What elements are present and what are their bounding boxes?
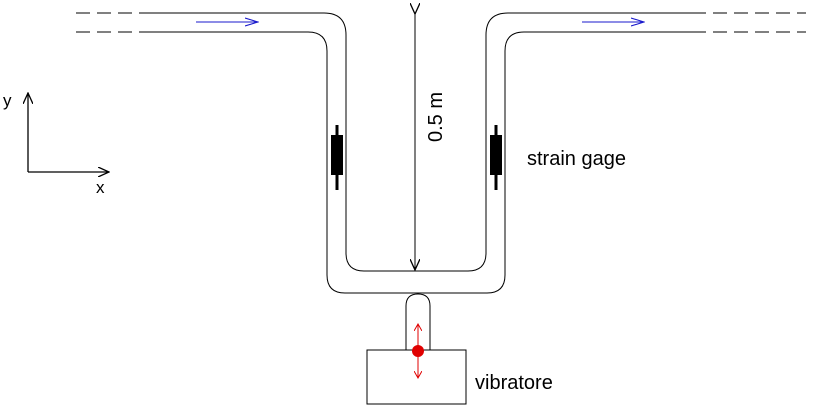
dimension-label: 0.5 m [425, 92, 447, 142]
strain-gage-right [490, 125, 502, 190]
strain-gage-left [331, 125, 343, 190]
x-axis-label: x [96, 178, 105, 197]
vibrator-box [366, 349, 467, 405]
coordinate-axes: y x [3, 91, 109, 197]
vibrator-rod [405, 293, 431, 350]
y-axis-label: y [3, 91, 12, 110]
vibrator-label: vibratore [475, 372, 553, 394]
vibration-contact-point [412, 345, 424, 357]
pipe-outer-wall [140, 12, 692, 272]
left-pipe-dashed-extension [76, 12, 140, 33]
strain-gage-label: strain gage [527, 148, 626, 170]
right-pipe-dashed-extension [692, 12, 806, 33]
pipe-inner-wall [140, 31, 692, 294]
